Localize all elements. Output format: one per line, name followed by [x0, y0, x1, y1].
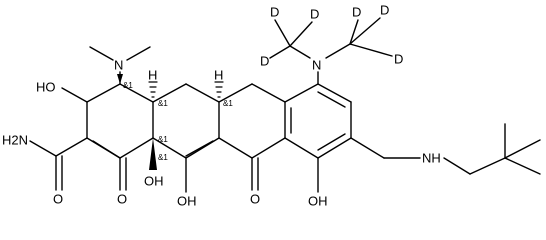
bond — [349, 43, 393, 57]
atom-o-bottom-2: O — [250, 191, 260, 206]
atom-n-top: N — [114, 57, 123, 72]
atom-d: D — [380, 2, 389, 17]
bond — [349, 17, 381, 45]
bond — [251, 137, 286, 159]
bond — [55, 137, 88, 157]
wedge-bond — [149, 138, 157, 170]
chemical-structure: N N NH H2N HO O O OH OH O OH H H D D D D… — [2, 2, 541, 208]
bond — [317, 137, 352, 159]
atom-d: D — [310, 6, 319, 21]
stereo-label: &1 — [158, 99, 168, 108]
bond — [504, 139, 541, 159]
bond — [350, 137, 385, 159]
bond — [92, 140, 121, 159]
stereo-labels: &1 &1 &1 &1 &1 — [123, 81, 233, 162]
atom-h-stereo-1: H — [148, 67, 157, 82]
bond — [469, 157, 506, 175]
bond — [218, 83, 253, 103]
bond — [89, 46, 114, 61]
stereo-label: &1 — [223, 99, 233, 108]
bond — [61, 87, 88, 103]
bond — [119, 83, 154, 103]
bond — [185, 83, 220, 103]
bond — [251, 83, 286, 103]
bond — [317, 83, 352, 103]
bond — [504, 157, 541, 175]
bond — [152, 137, 187, 159]
bond — [29, 140, 57, 157]
bond — [317, 91, 346, 108]
wedge-bond — [117, 74, 123, 84]
bond — [289, 21, 313, 47]
atom-d: D — [260, 53, 269, 68]
atom-oh-bottom-1: OH — [144, 173, 164, 188]
atom-n-right: N — [312, 57, 321, 72]
bonds — [29, 17, 541, 193]
bond — [443, 157, 471, 175]
bond — [349, 19, 359, 45]
stereo-label: &1 — [123, 81, 133, 90]
bond — [86, 83, 121, 103]
stereo-bonds — [117, 74, 224, 170]
hash-bond — [214, 81, 224, 98]
atom-d: D — [394, 51, 403, 66]
bond — [152, 83, 187, 103]
atom-d: D — [270, 4, 279, 19]
bond — [218, 137, 253, 159]
atom-o-amide: O — [53, 191, 63, 206]
bond — [317, 133, 346, 151]
atom-h-stereo-2: H — [214, 67, 223, 82]
atom-oh-bottom-3: OH — [308, 193, 328, 208]
hash-bond — [148, 81, 158, 98]
bond — [325, 43, 351, 59]
atom-oh-bottom-2: OH — [177, 193, 197, 208]
bond — [185, 140, 214, 157]
bond — [284, 137, 319, 159]
stereo-label: &1 — [158, 135, 168, 144]
bond — [119, 137, 154, 159]
atom-labels: N N NH H2N HO O O OH OH O OH H H D D D D… — [2, 2, 441, 208]
bond — [126, 46, 151, 61]
atom-h2n: H2N — [2, 132, 28, 147]
bond — [289, 45, 311, 59]
atom-o-bottom-1: O — [117, 191, 127, 206]
bond — [284, 83, 319, 103]
atom-oh-left: HO — [36, 79, 56, 94]
atom-nh: NH — [422, 150, 441, 165]
bond — [269, 45, 291, 59]
stereo-label: &1 — [158, 153, 168, 162]
bond — [185, 137, 220, 159]
atom-d: D — [352, 4, 361, 19]
bond — [274, 19, 291, 47]
